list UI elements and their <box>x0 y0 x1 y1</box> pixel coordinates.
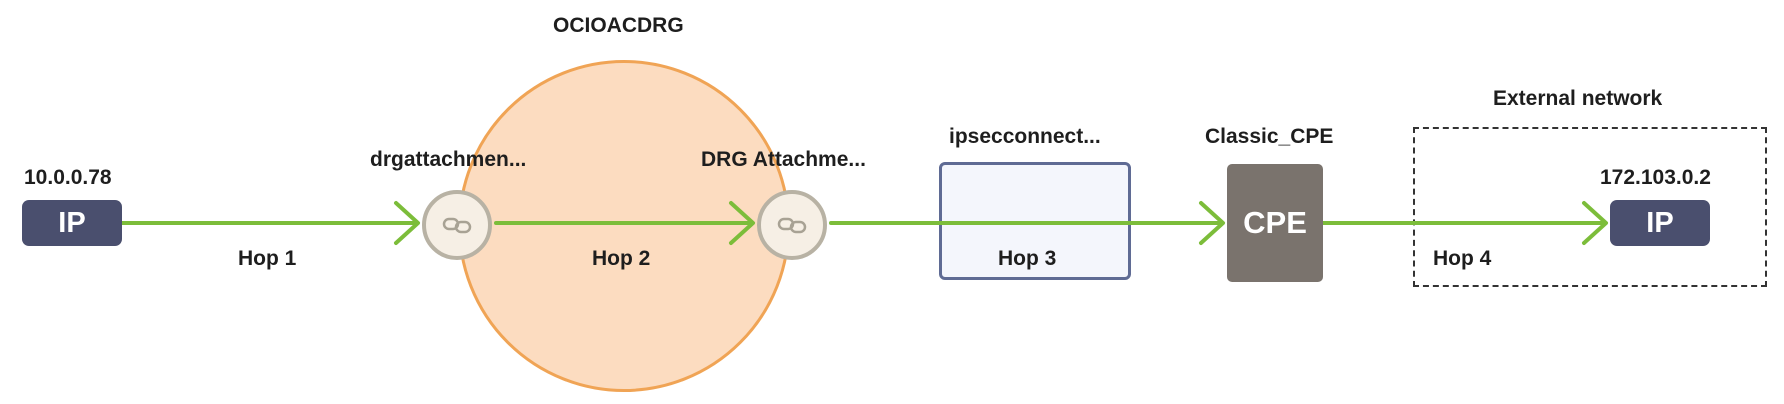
drg-region[interactable] <box>458 60 790 392</box>
source-ip-node[interactable]: IP <box>22 200 122 246</box>
destination-address: 172.103.0.2 <box>1600 166 1711 189</box>
hop-3-link-arrowhead <box>1199 201 1225 245</box>
link-icon <box>442 217 472 234</box>
cpe-node[interactable]: CPE <box>1227 164 1323 282</box>
external-network-title: External network <box>1493 87 1663 110</box>
drg-title: OCIOACDRG <box>553 14 684 37</box>
external-network-region[interactable] <box>1413 127 1767 287</box>
cpe-label: Classic_CPE <box>1205 125 1334 148</box>
attachment2-node[interactable] <box>757 190 827 260</box>
hop-1-label: Hop 1 <box>238 247 297 270</box>
hop-4-label: Hop 4 <box>1433 247 1492 270</box>
destination-ip-node[interactable]: IP <box>1610 200 1710 246</box>
hop-4-link-arrowhead <box>1582 201 1608 245</box>
hop-2-link-arrowhead <box>729 201 755 245</box>
attachment2-label: DRG Attachme... <box>701 148 866 171</box>
hop-2-label: Hop 2 <box>592 247 651 270</box>
attachment1-label: drgattachmen... <box>370 148 527 171</box>
link-icon <box>777 217 807 234</box>
source-address: 10.0.0.78 <box>24 166 112 189</box>
ipsec-label: ipsecconnect... <box>949 125 1101 148</box>
attachment1-node[interactable] <box>422 190 492 260</box>
hop-1-link-arrowhead <box>394 201 420 245</box>
hop-3-label: Hop 3 <box>998 247 1057 270</box>
